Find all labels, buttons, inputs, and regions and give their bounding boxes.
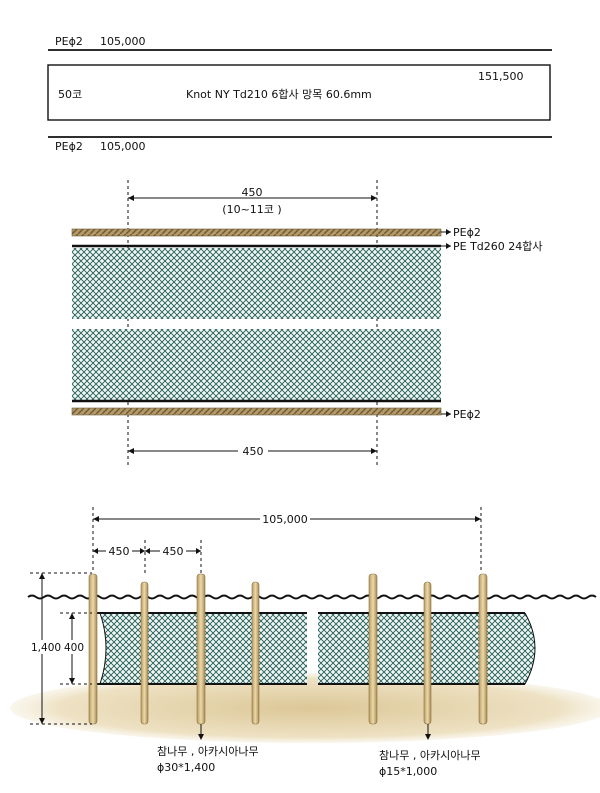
- height-net-value: 400: [64, 642, 84, 654]
- net-top-dim-note: (10~11코 ): [222, 203, 281, 216]
- net-rope-top: [71, 228, 442, 237]
- fence-net-left-edge: [99, 612, 107, 685]
- post-7: [478, 573, 488, 725]
- spec-box-value: 151,500: [478, 70, 524, 83]
- fence-net-right-edge: [524, 612, 536, 685]
- rope-bottom-leader-arrow: [446, 411, 451, 417]
- spec-box-count: 50코: [58, 88, 82, 101]
- spec-box: [47, 64, 551, 121]
- row3-code: PEϕ2: [55, 140, 83, 153]
- post-4: [251, 581, 260, 725]
- net-panel-lower: [72, 329, 441, 400]
- top-spec-row-1: PEϕ2 105,000: [55, 35, 146, 48]
- net-bottom-dim-value: 450: [243, 445, 264, 458]
- net-rope-bottom: [71, 407, 442, 416]
- spacing-1-bg: [106, 545, 132, 558]
- top-wire: [27, 594, 597, 600]
- fence-diagram: 105,000 450 450: [10, 507, 600, 778]
- rope-bottom-label: PEϕ2: [453, 408, 481, 421]
- spacing-2-value: 450: [163, 545, 184, 558]
- post-left-material: 참나무 , 아카시아나무: [157, 745, 259, 758]
- top-spec-row-3: PEϕ2 105,000: [55, 140, 146, 153]
- post-3: [196, 573, 206, 725]
- spacing-arrows: [93, 548, 201, 554]
- fence-total-dim-value: 105,000: [262, 513, 308, 526]
- row3-value: 105,000: [100, 140, 146, 153]
- net-top-dim-value: 450: [242, 186, 263, 199]
- post-left-size: ϕ30*1,400: [157, 761, 215, 774]
- post-2: [140, 581, 149, 725]
- spacing-2-bg: [160, 545, 186, 558]
- height-total-value: 1,400: [31, 642, 61, 654]
- net-panel-upper: [72, 248, 441, 319]
- row1-code: PEϕ2: [55, 35, 83, 48]
- net-diagram: 450 (10~11코 ) PEϕ2 PE Td260 24합사 PEϕ2 45…: [71, 180, 543, 466]
- post-5: [368, 573, 378, 725]
- post-right-material: 참나무 , 아카시아나무: [379, 749, 481, 762]
- net-material-label: PE Td260 24합사: [453, 240, 543, 253]
- ground: [10, 673, 600, 743]
- post-left-callout-arrow: [198, 734, 204, 740]
- post-right-callout-arrow: [425, 734, 431, 740]
- net-label-leader-arrow: [446, 243, 451, 249]
- net-bottom-dim-bg: [238, 444, 268, 458]
- post-1: [88, 573, 98, 725]
- spec-box-spec: Knot NY Td210 6합사 망목 60.6mm: [186, 88, 372, 101]
- row1-value: 105,000: [100, 35, 146, 48]
- height-dim-bg: [30, 640, 88, 654]
- spacing-1-value: 450: [109, 545, 130, 558]
- fence-total-dim-bg: [260, 512, 310, 526]
- post-right-size: ϕ15*1,000: [379, 765, 437, 778]
- post-6: [423, 581, 432, 725]
- rope-top-label: PEϕ2: [453, 226, 481, 239]
- rope-top-leader-arrow: [446, 229, 451, 235]
